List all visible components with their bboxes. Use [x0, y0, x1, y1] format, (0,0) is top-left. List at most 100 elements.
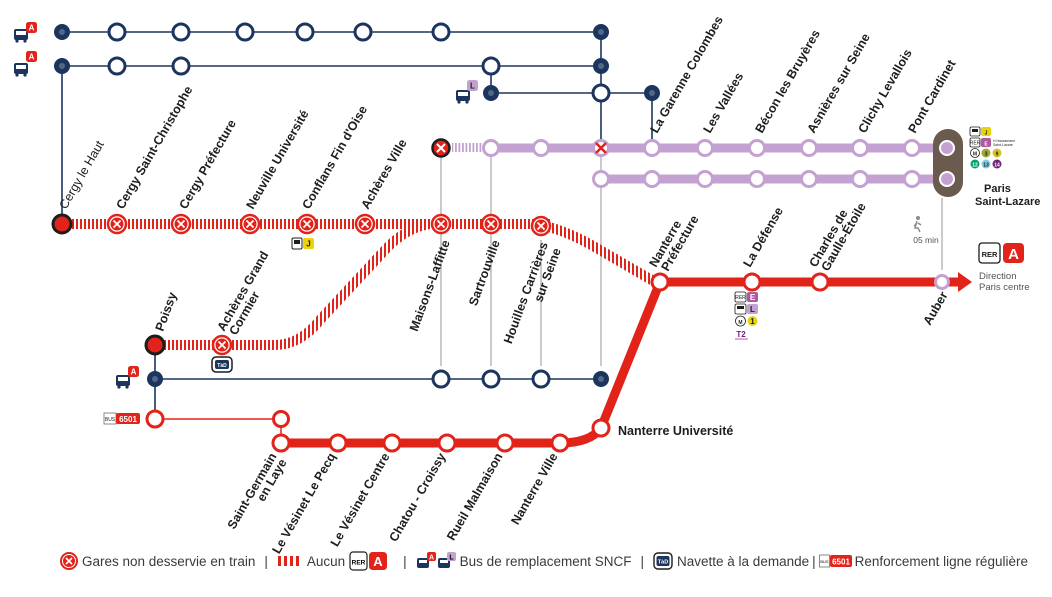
svg-text:BUS: BUS: [820, 559, 829, 564]
bus-badge-line-l: L: [456, 80, 478, 104]
label-vallees: Les Vallées: [700, 70, 746, 135]
bus-stop-row1-end: [593, 24, 609, 40]
station-la-defense: [742, 272, 762, 292]
rer-a-open-stations: [145, 272, 950, 453]
rer-a-mini-icon: [26, 51, 37, 62]
bus-stop: [431, 369, 451, 389]
direction-label-2: Paris centre: [979, 282, 1030, 293]
station-l: [800, 170, 818, 188]
bus-stop: [531, 369, 551, 389]
bus-badge-row2: A: [14, 51, 37, 77]
bus-stop-bottom-start: [147, 371, 163, 387]
bus-stop: [235, 22, 255, 42]
label-neuville: Neuville Université: [243, 108, 311, 212]
bus-stop: [431, 22, 451, 42]
bus-stop: [295, 22, 315, 42]
label-cergy-le-haut: Cergy le Haut: [56, 138, 107, 212]
station-closed-houilles: [530, 215, 552, 237]
legend-aucun-text: Aucun: [306, 553, 346, 569]
station-auber: [934, 274, 950, 290]
rer-a-direction-badge: RER A: [978, 242, 1024, 264]
bus-stop: [107, 22, 127, 42]
station-bus6501-start: [145, 409, 165, 429]
saint-lazare-station: [933, 129, 963, 197]
direction-arrow: [958, 272, 972, 292]
hatched-line-icon: [277, 556, 299, 566]
svg-text:6501: 6501: [832, 558, 850, 567]
walk-icon: [913, 216, 922, 233]
station-l-pont-cardinet: [903, 139, 921, 157]
bus-badge-row1: A: [14, 22, 37, 43]
station-poissy: [144, 334, 166, 356]
label-conflans: Conflans Fin d'Oise: [299, 103, 370, 211]
svg-text:L: L: [470, 82, 475, 91]
legend-not-served-text: Gares non desservie en train: [82, 553, 256, 569]
saint-lazare-correspondence: J RER E H.Haussmann Saint-Lazare M 3 9 1…: [969, 126, 1015, 169]
station-l: [696, 170, 714, 188]
rer-a-mini-icon: [128, 366, 139, 377]
svg-text:Saint-Lazare: Saint-Lazare: [993, 143, 1013, 147]
legend-renforcement: BUS 6501 Renforcement ligne régulière: [818, 554, 1028, 569]
bus-stop: [353, 22, 373, 42]
bus-6501-badge: BUS 6501: [103, 412, 140, 425]
legend-navette-text: Navette à la demande: [677, 553, 810, 569]
label-cergy-prefecture: Cergy Préfecture: [176, 117, 239, 211]
station-l-garenne: [643, 139, 661, 157]
label-st-lazare-2: Saint-Lazare: [975, 196, 1040, 208]
closed-station-icon: [60, 552, 78, 570]
station-l: [482, 139, 500, 157]
svg-text:RER: RER: [970, 141, 981, 147]
bus-stop: [171, 56, 191, 76]
bus-stop: [171, 22, 191, 42]
rer-a-icon: RER A: [349, 551, 388, 571]
label-acheres-ville: Achères Ville: [358, 137, 409, 212]
label-vesinet-centre: Le Vésinet Centre: [328, 450, 393, 548]
svg-text:A: A: [1008, 246, 1019, 263]
svg-text:A: A: [29, 53, 35, 62]
station-chatou: [437, 433, 457, 453]
svg-text:A: A: [131, 368, 137, 377]
line-l-mini-icon: [467, 80, 478, 91]
svg-text:3: 3: [985, 152, 988, 158]
svg-text:T2: T2: [736, 330, 746, 339]
svg-text:TàD: TàD: [658, 560, 668, 566]
station-l: [643, 170, 661, 188]
svg-text:RER: RER: [352, 560, 366, 567]
svg-text:RER: RER: [735, 295, 746, 301]
legend-not-served: Gares non desservie en train: [60, 552, 255, 570]
station-closed: [296, 213, 318, 235]
station-rueil: [495, 433, 515, 453]
label-st-lazare-1: Paris: [984, 183, 1011, 195]
svg-text:M: M: [973, 152, 977, 158]
label-nanterre-universite: Nanterre Université: [618, 424, 733, 438]
station-vesinet-centre: [382, 433, 402, 453]
legend-aucun: Aucun RER A: [277, 551, 389, 571]
legend: Gares non desservie en train | Aucun RER…: [60, 548, 1050, 574]
legend-bus: A L Bus de remplacement SNCF: [416, 551, 632, 571]
label-sartrouville: Sartrouville: [466, 238, 503, 307]
bus-stop: [107, 56, 127, 76]
svg-text:J: J: [985, 131, 988, 137]
svg-text:1: 1: [750, 317, 755, 326]
legend-separator: |: [812, 553, 816, 569]
svg-text:H.Haussmann: H.Haussmann: [993, 139, 1015, 143]
station-nanterre-ville: [550, 433, 570, 453]
rer-a-closed-stations: [51, 213, 552, 356]
label-auber: Auber: [920, 289, 950, 327]
station-closed: [106, 213, 128, 235]
rer-a-hatched-poissy: [158, 219, 431, 350]
bus-stop: [481, 369, 501, 389]
svg-text:6501: 6501: [119, 415, 137, 424]
bus-badge-bottom: A: [116, 366, 139, 389]
bus-stop-row2-terminus: [54, 58, 70, 74]
svg-text:A: A: [373, 554, 383, 569]
bus-stop: [481, 56, 501, 76]
station-l: [592, 170, 610, 188]
label-chatou: Chatou - Croissy: [386, 450, 448, 544]
walk-time: 05 min: [913, 235, 939, 245]
line-l-hatched: [452, 143, 482, 152]
label-pont-cardinet: Pont Cardinet: [905, 57, 959, 136]
station-closed: [239, 213, 261, 235]
label-rueil: Rueil Malmaison: [444, 451, 505, 543]
